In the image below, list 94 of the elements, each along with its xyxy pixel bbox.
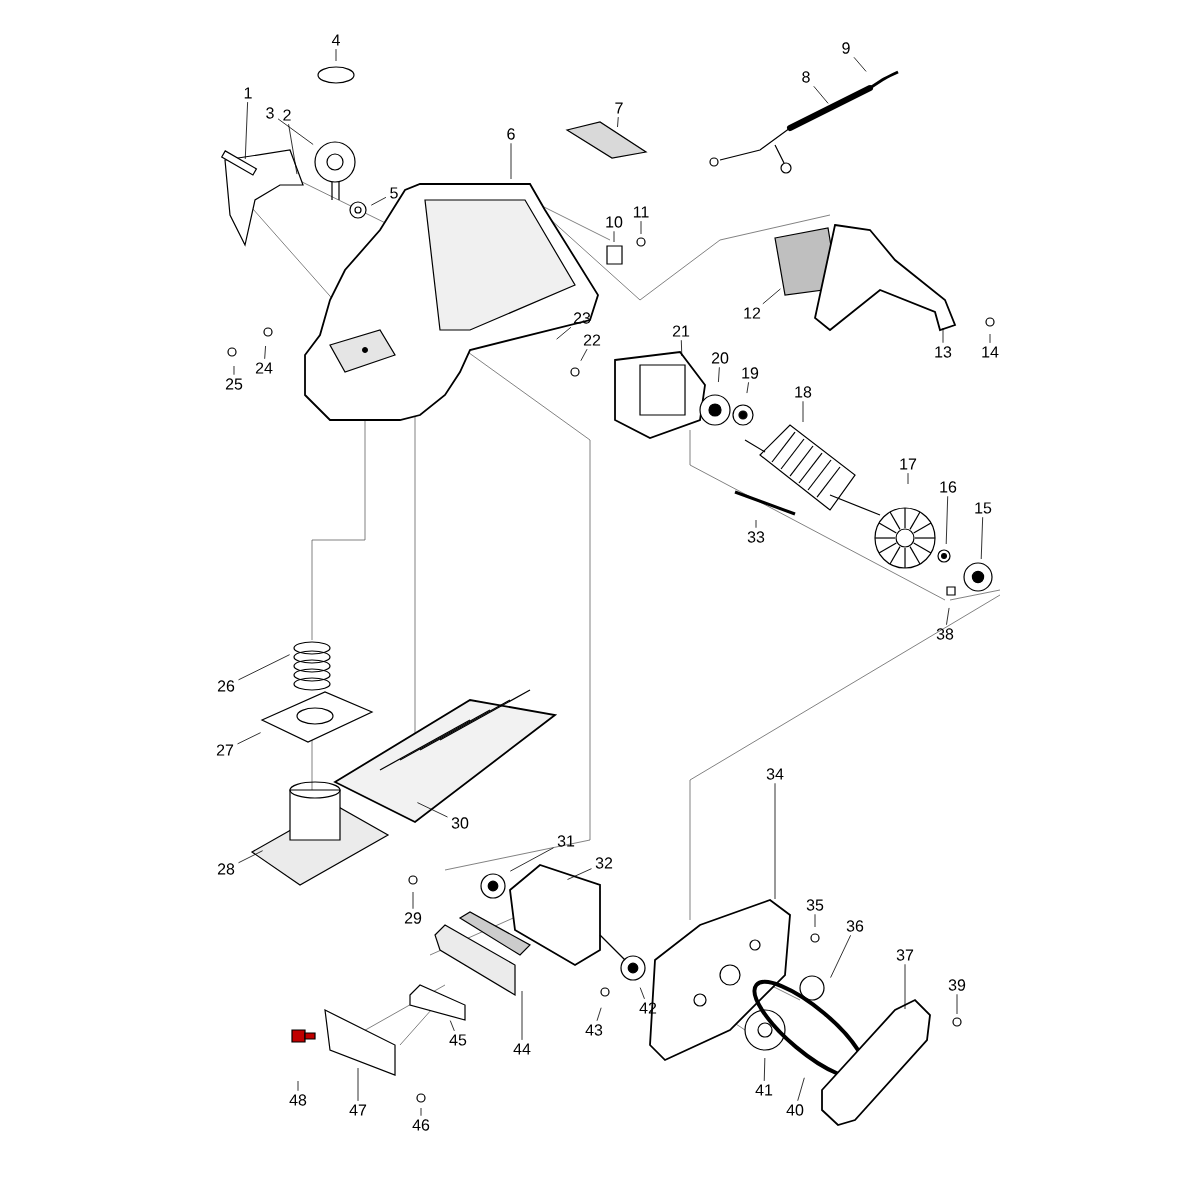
leader-line	[288, 123, 298, 175]
callout-number: 3	[266, 107, 274, 119]
callout-number: 26	[217, 680, 235, 692]
leader-line	[449, 1020, 455, 1032]
callout-number: 24	[255, 362, 273, 374]
callout-number: 29	[404, 912, 422, 924]
leader-line	[853, 56, 867, 72]
callout-number: 21	[672, 325, 690, 337]
leader-line	[556, 326, 572, 340]
callout-number: 25	[225, 378, 243, 390]
leader-line	[942, 327, 944, 344]
callout-number: 46	[412, 1119, 430, 1131]
leader-line	[412, 891, 414, 910]
leader-line	[763, 1057, 766, 1082]
callout-number: 41	[755, 1084, 773, 1096]
callout-number: 10	[606, 216, 623, 228]
leader-line	[596, 1007, 602, 1022]
leader-line	[335, 48, 337, 62]
leader-line	[956, 993, 958, 1015]
leader-line	[417, 802, 448, 818]
leader-line	[237, 732, 261, 745]
leader-line	[774, 782, 776, 900]
callout-number: 18	[795, 386, 812, 398]
leader-line	[233, 365, 235, 376]
leader-line	[277, 118, 314, 145]
callout-number: 47	[349, 1104, 367, 1116]
callout-number: 16	[940, 481, 957, 493]
callout-number: 20	[711, 352, 729, 364]
leader-line	[238, 850, 264, 864]
callout-number: 33	[747, 531, 765, 543]
callout-number: 40	[786, 1104, 804, 1116]
leader-line	[297, 1080, 299, 1092]
leader-line	[830, 934, 851, 978]
leader-line	[813, 85, 829, 104]
leader-line	[264, 345, 266, 360]
callout-number: 22	[583, 334, 601, 346]
leader-line	[814, 913, 816, 928]
callout-number: 13	[935, 346, 952, 358]
callout-number: 39	[948, 979, 966, 991]
leader-line	[357, 1067, 359, 1102]
leader-line	[980, 516, 984, 560]
callout-number: 27	[216, 744, 234, 756]
leader-line	[640, 220, 642, 235]
callout-number: 31	[557, 835, 575, 847]
callout-number: 45	[449, 1034, 467, 1046]
callout-number: 4	[331, 34, 340, 46]
leader-line	[567, 868, 592, 880]
callout-number: 11	[633, 206, 649, 218]
callout-number: 2	[283, 109, 291, 121]
callout-number: 8	[802, 71, 810, 83]
leader-line	[420, 1107, 422, 1117]
leader-line	[521, 990, 523, 1041]
callout-number: 12	[744, 307, 761, 319]
leader-line	[907, 472, 909, 485]
leader-line	[613, 230, 615, 243]
callout-number: 1	[244, 87, 252, 99]
callout-number: 32	[595, 857, 613, 869]
leader-line	[718, 366, 720, 383]
callout-number: 43	[585, 1024, 603, 1036]
leader-line	[510, 142, 512, 180]
leader-line	[797, 1077, 805, 1102]
leader-line	[802, 400, 804, 423]
callout-number: 15	[975, 502, 992, 514]
leader-line	[904, 963, 906, 1010]
callout-number: 34	[766, 768, 784, 780]
callout-number: 44	[513, 1043, 531, 1055]
callout-number: 9	[842, 42, 850, 54]
leader-line	[238, 654, 290, 681]
callout-number: 38	[936, 628, 954, 640]
leader-line	[244, 101, 248, 160]
leader-line	[580, 348, 588, 362]
leader-line	[762, 288, 781, 305]
callout-number: 35	[806, 899, 824, 911]
leader-line	[680, 339, 683, 357]
leader-line	[755, 519, 757, 529]
callout-number: 14	[982, 346, 999, 358]
callout-number: 30	[451, 817, 469, 829]
callout-number: 48	[289, 1094, 307, 1106]
callout-number: 5	[390, 187, 398, 199]
leader-line	[746, 381, 749, 394]
callout-number: 7	[615, 102, 623, 114]
leader-line	[946, 607, 950, 626]
callout-number: 28	[217, 863, 235, 875]
leader-line	[509, 847, 554, 872]
leader-line	[639, 987, 645, 1000]
callout-number: 37	[896, 949, 914, 961]
leader-line	[945, 495, 949, 545]
leader-line	[370, 196, 387, 206]
callout-number: 17	[900, 458, 917, 470]
callout-number: 19	[742, 367, 759, 379]
callout-number: 36	[846, 920, 864, 932]
leader-line	[617, 116, 619, 128]
callout-number: 6	[507, 128, 515, 140]
leader-line	[989, 333, 991, 344]
